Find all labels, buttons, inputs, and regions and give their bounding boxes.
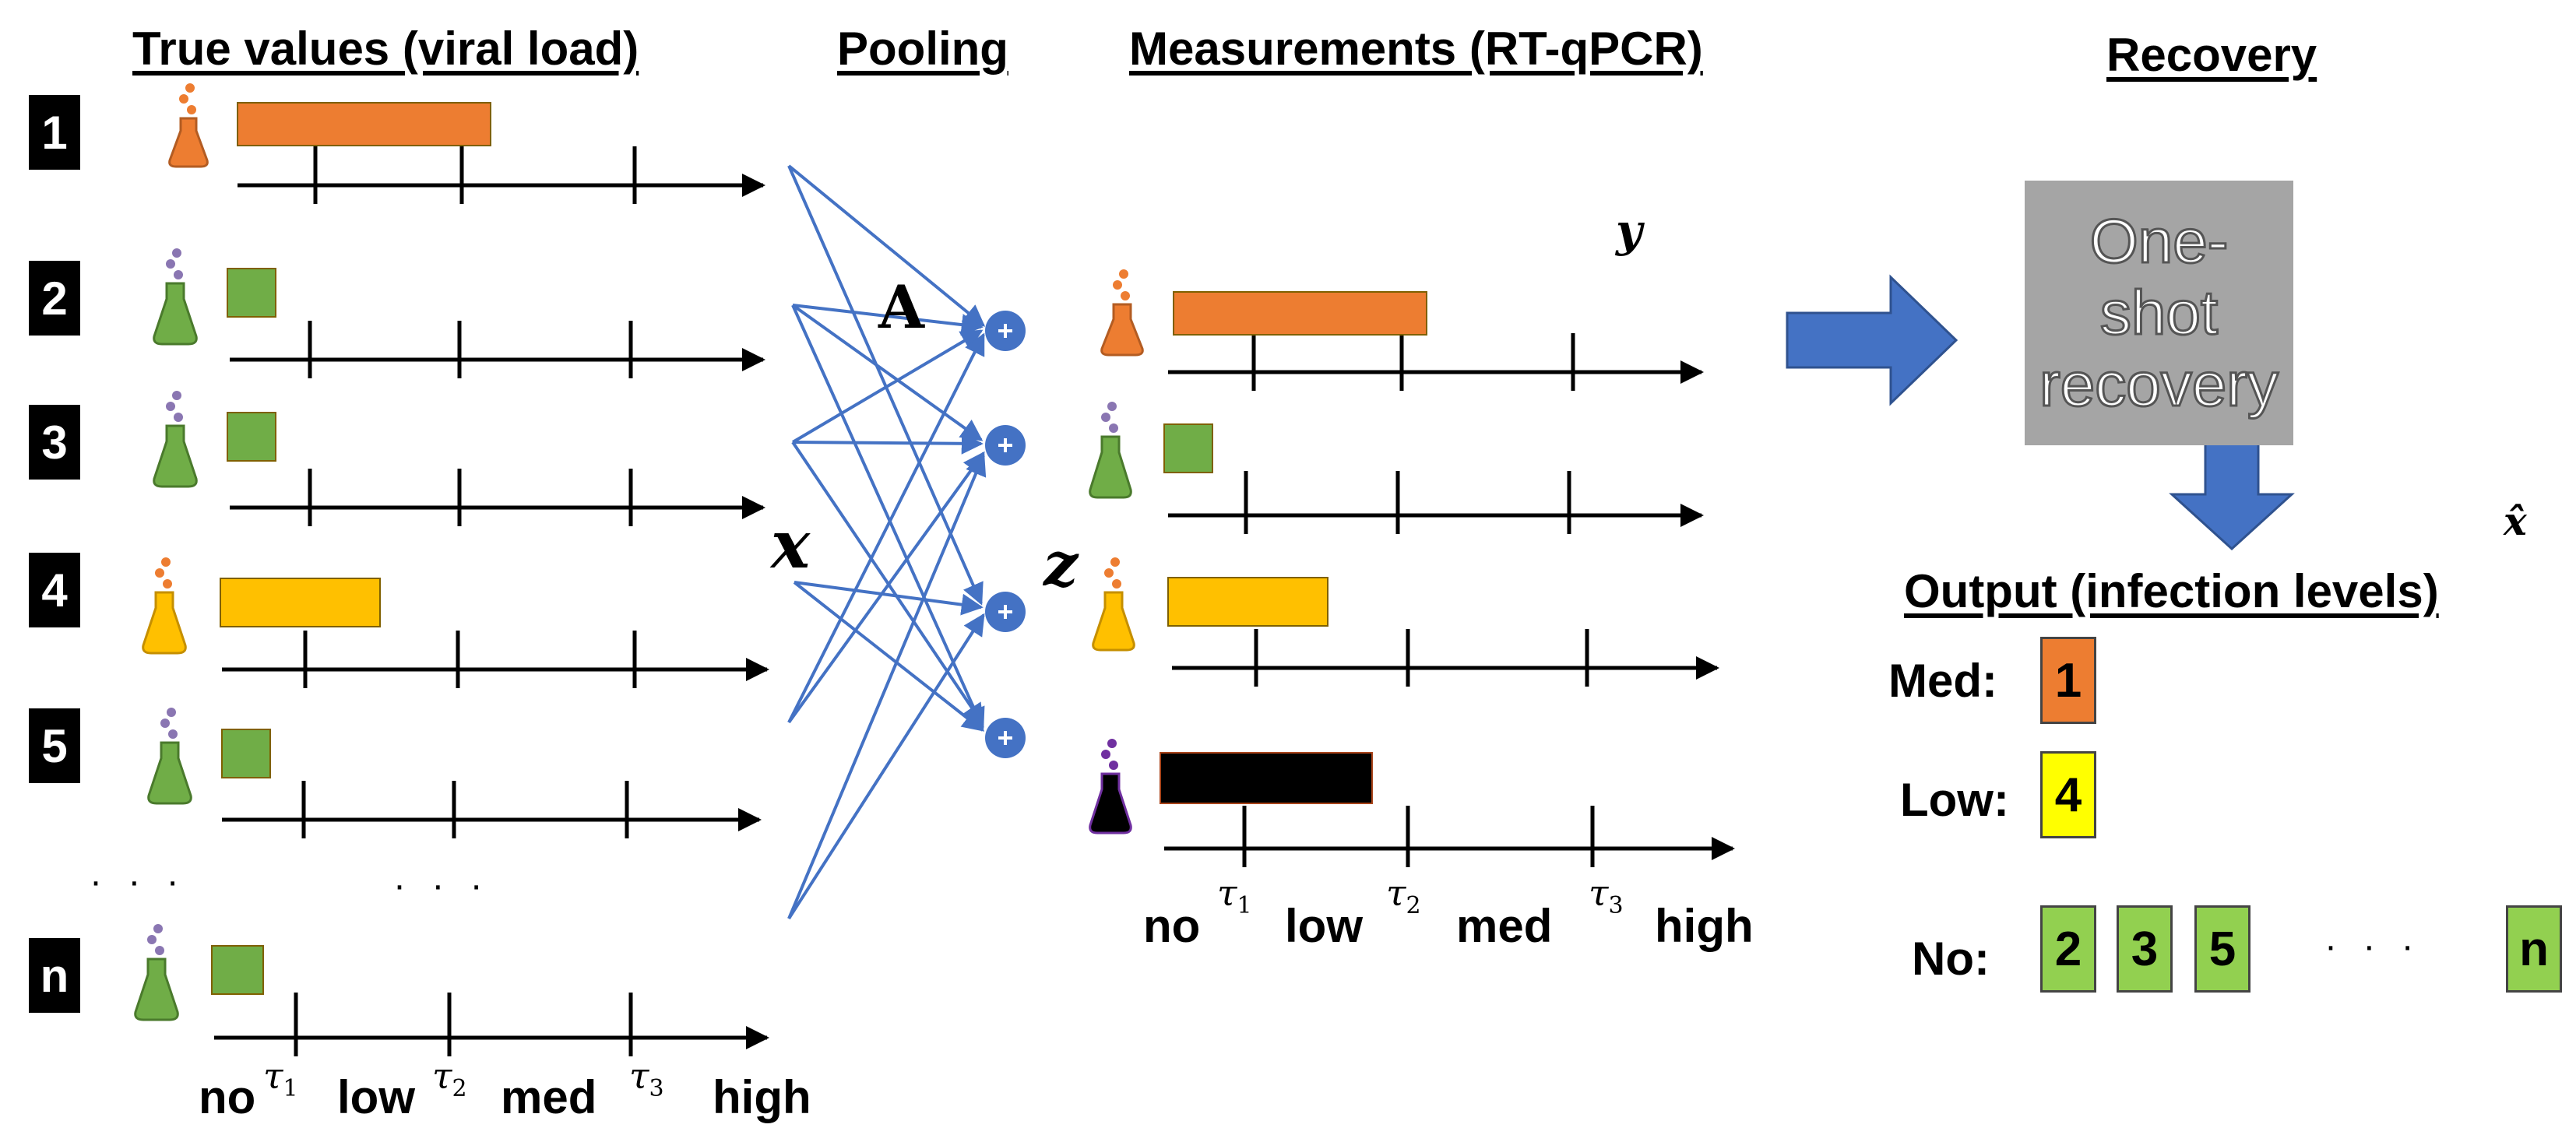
symbol-A: A [878, 272, 924, 342]
sample-id-1: 1 [29, 95, 80, 170]
flask-icon-m2 [1089, 402, 1132, 499]
heading-output: Output (infection levels) [1904, 565, 2439, 617]
level-med-mid: med [1456, 900, 1553, 952]
m-bar-2 [1163, 423, 1213, 473]
m-bar-1 [1173, 291, 1427, 336]
bar-1 [237, 102, 491, 146]
sum-nodes [985, 311, 1026, 758]
ellipsis-left-2: · · · [393, 865, 491, 906]
output-no-ellipsis: · · · [2324, 926, 2422, 967]
flask-icon-4 [142, 557, 187, 655]
true-value-axes [214, 146, 769, 1056]
m-bar-4 [1160, 752, 1373, 804]
tau-1-left: τ1 [263, 1055, 298, 1103]
symbol-x-hat: x̂ [2504, 498, 2527, 544]
flask-icon-2 [153, 248, 198, 346]
symbol-y: y [1616, 204, 1642, 257]
plus-icons [998, 324, 1012, 745]
flask-icon-m4 [1089, 739, 1132, 835]
heading-recovery: Recovery [2106, 29, 2317, 81]
flask-icon-m3 [1092, 557, 1135, 652]
sample-id-5: 5 [29, 708, 80, 783]
heading-measurements: Measurements (RT-qPCR) [1129, 23, 1703, 75]
flask-icon-1 [168, 83, 209, 168]
tau-2-mid: τ2 [1386, 872, 1421, 920]
ellipsis-left-1: · · · [90, 861, 187, 902]
flask-icon-3 [153, 391, 198, 488]
symbol-x: x [771, 506, 811, 583]
level-no-left: no [199, 1071, 256, 1123]
measurement-axes [1164, 333, 1735, 867]
heading-true-values: True values (viral load) [132, 23, 639, 75]
measurement-bars [1160, 291, 1427, 804]
recovery-line-1: One-shot [2089, 206, 2229, 349]
true-value-bars [211, 102, 491, 995]
output-no-item-5: 5 [2194, 905, 2250, 993]
sample-id-3: 3 [29, 405, 80, 480]
tau-3-mid: τ3 [1589, 872, 1624, 920]
symbol-z: z [1043, 529, 1079, 600]
right-block-arrow-icon [1786, 274, 1958, 406]
level-low-mid: low [1285, 900, 1363, 952]
output-med-item-1: 1 [2040, 637, 2096, 724]
m-bar-3 [1167, 577, 1328, 627]
sample-id-4: 4 [29, 553, 80, 627]
output-med-label: Med: [1888, 655, 1997, 707]
bar-3 [227, 412, 276, 462]
output-no-item-3: 3 [2117, 905, 2173, 993]
tau-3-left: τ3 [629, 1055, 664, 1103]
flask-icon-n [134, 924, 179, 1021]
level-high-left: high [713, 1071, 811, 1123]
output-no-label: No: [1912, 933, 1990, 985]
heading-pooling: Pooling [837, 23, 1008, 75]
level-high-mid: high [1655, 900, 1754, 952]
output-no-item-2: 2 [2040, 905, 2096, 993]
output-low-item-4: 4 [2040, 751, 2096, 838]
level-no-mid: no [1143, 900, 1201, 952]
flask-icon-5 [147, 708, 192, 805]
bar-5 [221, 729, 271, 778]
bar-n [211, 945, 264, 995]
flask-icon-m1 [1100, 269, 1144, 357]
sample-id-2: 2 [29, 261, 80, 336]
recovery-line-2: recovery [2039, 349, 2280, 420]
level-med-left: med [501, 1071, 597, 1123]
tau-2-left: τ2 [432, 1055, 467, 1103]
bar-2 [227, 268, 276, 318]
level-low-left: low [337, 1071, 415, 1123]
tau-1-mid: τ1 [1217, 872, 1252, 920]
output-no-item-n: n [2506, 905, 2562, 993]
sample-id-n: n [29, 938, 80, 1013]
bar-4 [220, 578, 381, 627]
output-low-label: Low: [1900, 774, 2009, 826]
pooling-edges [787, 164, 987, 920]
